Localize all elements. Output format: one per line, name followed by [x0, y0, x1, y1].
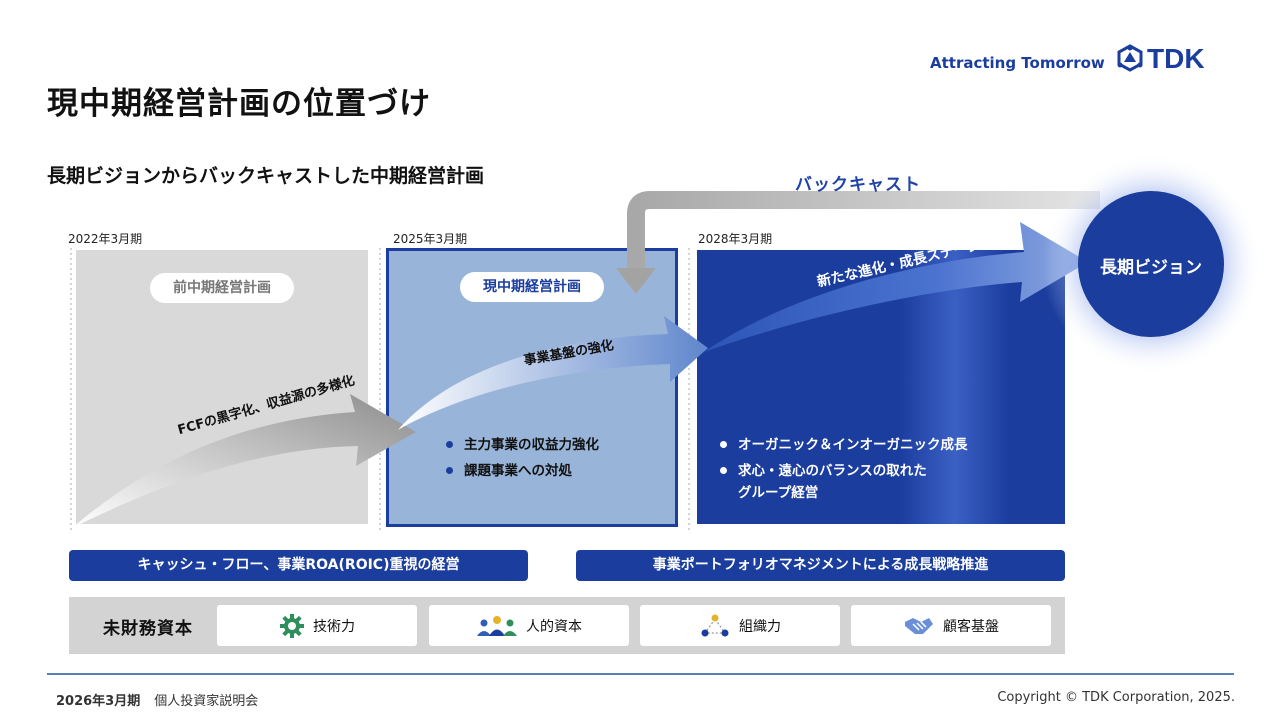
- current-bullet-2: 課題事業への対処: [464, 463, 572, 479]
- gear-icon: [280, 613, 304, 638]
- tdk-logo: TDK: [1117, 43, 1235, 74]
- capital-label-organization: 組織力: [739, 618, 781, 635]
- brand-tagline: Attracting Tomorrow: [930, 54, 1105, 72]
- period-guides: [70, 248, 690, 530]
- handshake-icon: [905, 617, 933, 634]
- future-bullet-1: オーガニック＆インオーガニック成長: [720, 432, 968, 458]
- current-bullet-1: 主力事業の収益力強化: [464, 437, 599, 453]
- footer-divider: [47, 673, 1234, 675]
- capital-item-organization: 組織力: [640, 605, 840, 646]
- footer-copyright: Copyright © TDK Corporation, 2025.: [997, 690, 1235, 705]
- section-subtitle: 長期ビジョンからバックキャストした中期経営計画: [47, 165, 485, 187]
- footer-event-name: 個人投資家説明会: [154, 694, 259, 709]
- capital-label-human: 人的資本: [526, 618, 582, 635]
- period-label-2028: 2028年3月期: [698, 232, 773, 246]
- period-label-2025: 2025年3月期: [393, 232, 468, 246]
- current-plan-label: 現中期経営計画: [460, 272, 604, 302]
- current-bullets: 主力事業の収益力強化 課題事業への対処: [446, 432, 599, 484]
- non-financial-label: 未財務資本: [103, 619, 193, 639]
- network-icon: [701, 614, 729, 636]
- footer-event-date: 2026年3月期: [56, 694, 141, 709]
- management-bar-left: キャッシュ・フロー、事業ROA(ROIC)重視の経営: [69, 550, 528, 581]
- people-icon: [477, 615, 517, 636]
- capital-item-customer: 顧客基盤: [851, 605, 1051, 646]
- capital-item-human: 人的資本: [429, 605, 629, 646]
- page-title: 現中期経営計画の位置づけ: [47, 86, 431, 122]
- previous-plan-label: 前中期経営計画: [150, 273, 294, 303]
- future-bullet-2: 求心・遠心のバランスの取れた: [720, 458, 968, 484]
- management-bar-right: 事業ポートフォリオマネジメントによる成長戦略推進: [576, 550, 1065, 581]
- capital-label-technology: 技術力: [313, 618, 355, 635]
- svg-text:TDK: TDK: [1147, 44, 1205, 72]
- capital-label-customer: 顧客基盤: [943, 618, 999, 635]
- future-bullets: オーガニック＆インオーガニック成長 求心・遠心のバランスの取れた グループ経営: [720, 432, 968, 506]
- period-label-2022: 2022年3月期: [68, 232, 143, 246]
- future-bullet-2-cont: グループ経営: [738, 485, 819, 501]
- footer-event: 2026年3月期個人投資家説明会: [56, 690, 258, 709]
- vision-label: 長期ビジョン: [1100, 258, 1202, 278]
- backcast-label: バックキャスト: [795, 175, 921, 195]
- capital-item-technology: 技術力: [217, 605, 417, 646]
